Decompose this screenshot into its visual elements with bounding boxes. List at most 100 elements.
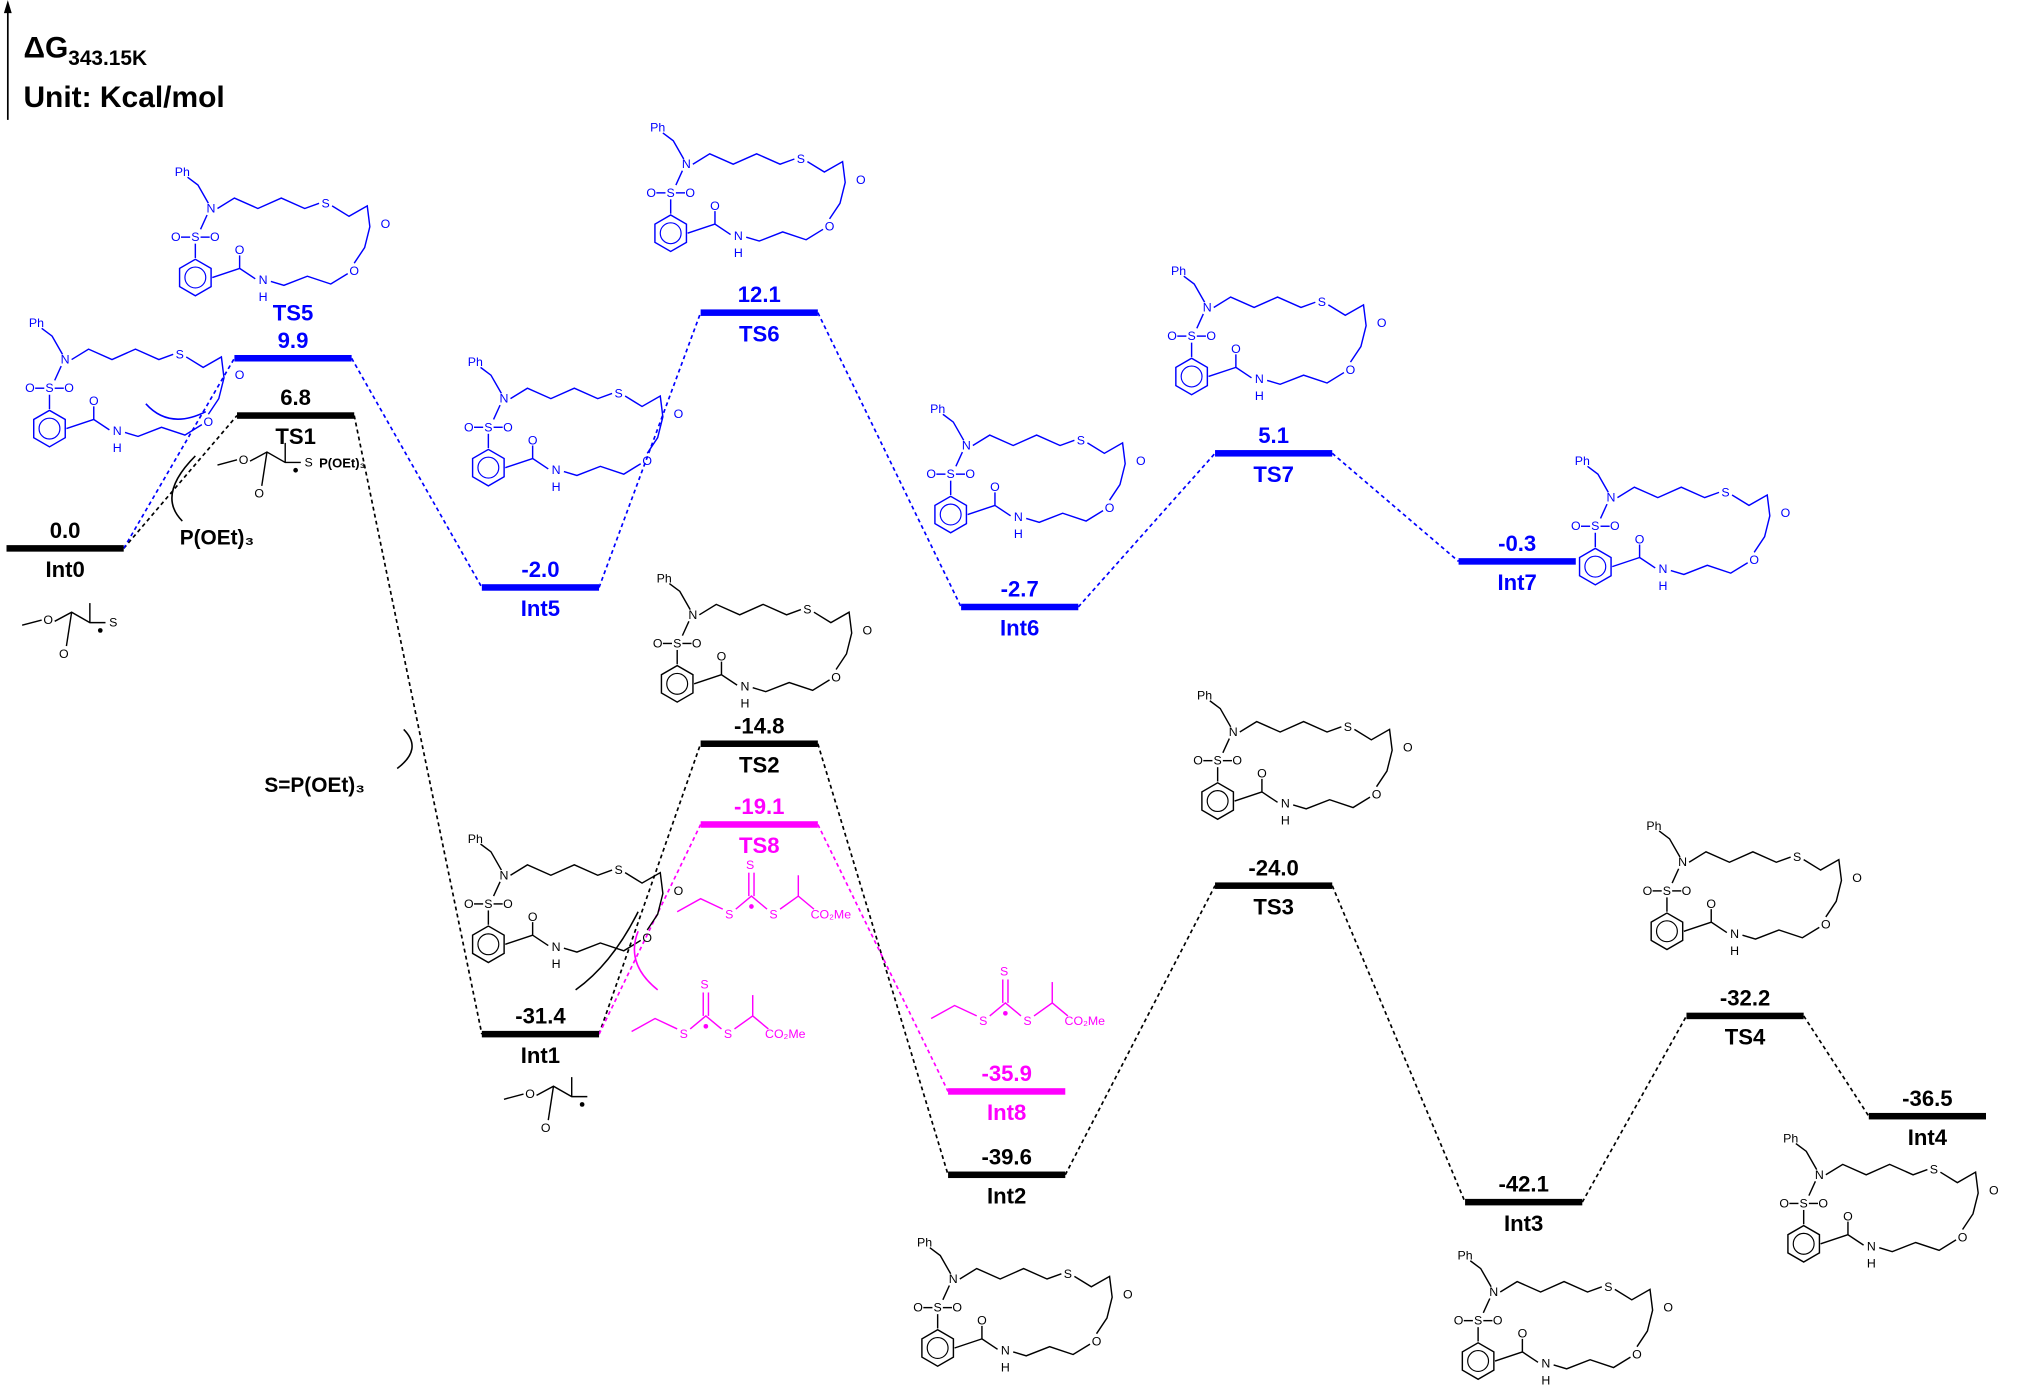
- atom-label: N: [1541, 1357, 1550, 1371]
- atom-label: Ph: [1783, 1131, 1798, 1145]
- bond: [505, 457, 533, 469]
- atom-label: O: [965, 467, 975, 481]
- bond: [510, 864, 613, 877]
- benzene-ring-icon: [921, 1328, 955, 1368]
- bond: [1209, 700, 1232, 728]
- atom-label: S: [109, 616, 117, 630]
- connection-Int6-TS7: [1077, 452, 1216, 608]
- bond: [1587, 465, 1609, 493]
- level-name: TS8: [739, 833, 780, 858]
- atom-label: Ph: [468, 832, 483, 846]
- bond: [714, 211, 731, 236]
- level-value: 6.8: [280, 385, 311, 410]
- atom-label: S: [700, 978, 708, 992]
- bond: [929, 1247, 952, 1275]
- atom-label: O: [710, 199, 720, 213]
- bond: [1671, 868, 1680, 884]
- atom-label: S: [1187, 329, 1195, 343]
- curved-arrow-icon: [575, 911, 639, 991]
- bond: [71, 348, 174, 361]
- atom-label: O: [235, 368, 245, 382]
- level-value: -14.8: [734, 713, 784, 738]
- bond: [238, 255, 256, 280]
- atom-label: S: [1023, 1014, 1031, 1028]
- bond: [1266, 371, 1345, 386]
- atom-label: O: [1749, 553, 1759, 567]
- level-name: TS4: [1725, 1025, 1766, 1050]
- atom-label: O: [1818, 1196, 1828, 1210]
- level-value: 0.0: [50, 518, 81, 543]
- atom-label: O: [1843, 1209, 1853, 1223]
- atom-label: O: [1346, 363, 1356, 377]
- benzene-ring-icon: [654, 214, 688, 253]
- atom-label: S: [769, 907, 777, 921]
- bond: [1208, 366, 1237, 378]
- atom-label: S: [191, 230, 199, 244]
- atom-label: S: [321, 196, 329, 210]
- level-value: -39.6: [981, 1144, 1031, 1169]
- atom-label: N: [207, 201, 216, 215]
- level-value: -19.1: [734, 794, 784, 819]
- atom-label: O: [1123, 1288, 1133, 1302]
- bond: [563, 463, 642, 477]
- atom-label: N: [552, 463, 561, 477]
- connection-Int0-TS5: [122, 357, 236, 549]
- atom-label: S: [484, 897, 492, 911]
- atom-label: N: [1867, 1239, 1876, 1253]
- atom-label: Ph: [175, 165, 190, 179]
- bond: [668, 582, 691, 610]
- connection-TS6-Int6: [817, 312, 962, 608]
- bond: [746, 228, 824, 242]
- atom-label: O: [349, 264, 359, 278]
- aromatic-circle: [1206, 790, 1229, 813]
- atom-label: O: [89, 394, 99, 408]
- bond: [967, 504, 996, 516]
- atom-label: O: [1105, 501, 1115, 515]
- aromatic-circle: [926, 1336, 949, 1360]
- bond: [1087, 441, 1126, 501]
- bond: [510, 387, 613, 400]
- bond: [676, 897, 724, 913]
- bond: [199, 214, 208, 230]
- bond: [270, 272, 349, 287]
- atom-label: O: [1403, 741, 1413, 755]
- atom-label: O: [674, 407, 684, 421]
- atom-label: N: [962, 439, 971, 453]
- atom-label: CO₂Me: [811, 907, 852, 921]
- bond: [217, 459, 238, 466]
- bond: [1183, 275, 1206, 303]
- atom-label: O: [1989, 1183, 1999, 1197]
- level-bar: [1868, 1112, 1987, 1120]
- level-name: Int6: [1000, 616, 1039, 641]
- level-bar: [700, 309, 818, 316]
- bond: [631, 1017, 678, 1033]
- level-name: TS7: [1253, 462, 1294, 487]
- atom-label: O: [1781, 506, 1791, 520]
- level-bar: [1465, 1198, 1583, 1206]
- atom-label: O: [863, 623, 873, 637]
- temperature-subscript: 343.15K: [68, 47, 147, 70]
- bond: [1820, 1234, 1849, 1245]
- unit-label: Unit: Kcal/mol: [23, 81, 224, 114]
- atom-label: O: [1958, 1230, 1968, 1244]
- level-name: Int1: [521, 1043, 560, 1068]
- atom-label: S: [1000, 965, 1008, 979]
- level-name: Int7: [1498, 570, 1537, 595]
- benzene-ring-icon: [934, 495, 968, 534]
- bond: [734, 1015, 769, 1030]
- connection-Int0-TS1: [123, 415, 238, 549]
- bond: [1795, 1142, 1818, 1170]
- atom-label: O: [1092, 1334, 1102, 1348]
- atom-label: O: [642, 454, 652, 468]
- atom-label: O: [831, 670, 841, 684]
- atom-label: S: [724, 1027, 732, 1041]
- bond: [480, 366, 503, 394]
- atom-label: H: [734, 246, 743, 260]
